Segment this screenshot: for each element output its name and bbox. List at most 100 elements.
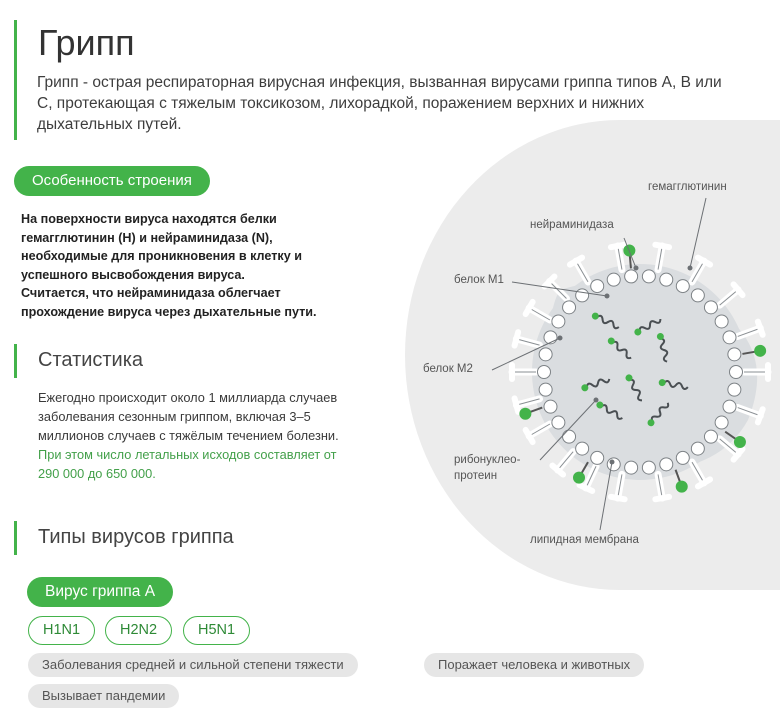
label-protein-m1: белок М1 (454, 274, 504, 286)
hemagglutinin-head (576, 482, 596, 494)
membrane-bead (551, 314, 566, 329)
membrane-bead (538, 382, 553, 397)
membrane-bead (714, 415, 729, 430)
hemagglutinin-spike-outline (719, 289, 739, 306)
hemagglutinin-head (607, 493, 628, 503)
hemagglutinin-head (607, 241, 628, 251)
membrane-bead (606, 272, 621, 287)
ribonucleoprotein (656, 332, 669, 363)
statistics-heading: Статистика (38, 349, 144, 371)
membrane-bead (543, 330, 558, 345)
virus-a-badge[interactable]: Вирус гриппа A (27, 577, 174, 607)
rnp-cap (591, 312, 599, 320)
membrane-bead (538, 347, 553, 362)
membrane-bead (722, 330, 737, 345)
hemagglutinin-spike-outline (516, 338, 540, 346)
membrane-bead (659, 457, 674, 472)
membrane-bead (590, 279, 605, 294)
hemagglutinin-spike-outline (528, 307, 551, 321)
hemagglutinin-spike-outline (737, 327, 761, 337)
membrane-bead (675, 450, 690, 465)
hemagglutinin-head (652, 493, 673, 503)
neuraminidase-head (519, 407, 532, 420)
hemagglutinin-spike-outline (585, 466, 597, 489)
ribonucleoprotein (581, 378, 611, 392)
types-heading: Типы вирусов гриппа (38, 526, 234, 548)
tag-pandemics: Вызывает пандемии (28, 684, 180, 708)
subtype-h2n2[interactable]: H2N2 (105, 616, 173, 645)
membrane-bead (590, 450, 605, 465)
leader-line (623, 237, 637, 269)
label-ribonucleoprotein-1: рибонуклео- (454, 454, 521, 466)
hemagglutinin-head (566, 254, 586, 268)
label-ribonucleoprotein-2: протеин (454, 470, 497, 482)
leader-dot (633, 265, 639, 271)
label-leader-lines (491, 197, 707, 531)
membrane-bead (727, 382, 742, 397)
ribonucleoprotein (625, 374, 643, 402)
hemagglutinin-head (522, 298, 536, 318)
membrane-bead (641, 460, 656, 475)
leader-line (689, 197, 707, 269)
membrane-bead (729, 365, 743, 379)
subtype-h1n1[interactable]: H1N1 (28, 616, 96, 645)
leader-line (511, 281, 608, 297)
ribonucleoprotein (596, 401, 623, 420)
hemagglutinin-head (730, 281, 746, 299)
subtype-h5n1[interactable]: H5N1 (183, 616, 251, 645)
hemagglutinin-spike-outline (617, 245, 623, 270)
leader-dot (604, 293, 610, 299)
hemagglutinin-head (511, 395, 522, 415)
hemagglutinin-spike-outline (516, 398, 540, 406)
membrane-bead (690, 441, 705, 456)
rnp-strand (638, 318, 662, 332)
rnp-strand (659, 337, 669, 363)
membrane-bead (722, 399, 737, 414)
label-neuraminidase: нейраминидаза (530, 219, 614, 231)
hemagglutinin-spike-outline (691, 461, 705, 484)
leader-line (491, 337, 561, 371)
hemagglutinin-spike-outline (719, 438, 739, 455)
hemagglutinin-head (730, 445, 746, 463)
rnp-strand (612, 340, 632, 360)
membrane-bead (690, 288, 705, 303)
label-hemagglutinin: гемагглютинин (648, 181, 727, 193)
hemagglutinin-spike-outline (737, 407, 761, 417)
rnp-strand (585, 378, 611, 388)
label-protein-m2: белок М2 (423, 363, 473, 375)
structure-paragraph-1: На поверхности вируса находятся белки ге… (21, 212, 302, 282)
ribonucleoprotein (591, 312, 620, 330)
ribonucleoprotein (658, 379, 689, 391)
hemagglutinin-spike-outline (657, 245, 663, 270)
hemagglutinin-head (541, 273, 558, 290)
rnp-cap (656, 332, 664, 340)
neuraminidase-head (754, 344, 767, 357)
rnp-cap (607, 337, 615, 345)
rnp-cap (658, 379, 666, 387)
leader-dot (593, 397, 599, 403)
virus-particle (508, 241, 772, 503)
hemagglutinin-head (694, 254, 714, 268)
tag-hosts: Поражает человека и животных (424, 653, 645, 677)
ribonucleoprotein (647, 402, 670, 427)
hemagglutinin-head (652, 241, 673, 251)
rnp-strand (601, 404, 623, 420)
leader-dot (609, 459, 615, 465)
hemagglutinin-head (511, 329, 522, 349)
rnp-cap (634, 328, 642, 336)
structure-paragraph-2: Считается, что нейраминидаза облегчает п… (21, 286, 317, 319)
intro-text: Грипп - острая респираторная вирусная ин… (37, 74, 722, 133)
hemagglutinin-head (522, 426, 536, 446)
rnp-strand (629, 378, 643, 402)
hemagglutinin-spike-outline (528, 423, 551, 437)
membrane-bead (727, 347, 742, 362)
neuraminidase-head (733, 435, 746, 448)
membrane-bead (675, 279, 690, 294)
hemagglutinin-spike-outline (617, 474, 623, 499)
hemagglutinin-spike-outline (691, 260, 705, 283)
membrane-bead (543, 399, 558, 414)
membrane-bead (551, 415, 566, 430)
membrane-bead (562, 300, 577, 315)
rnp-cap (581, 384, 589, 392)
